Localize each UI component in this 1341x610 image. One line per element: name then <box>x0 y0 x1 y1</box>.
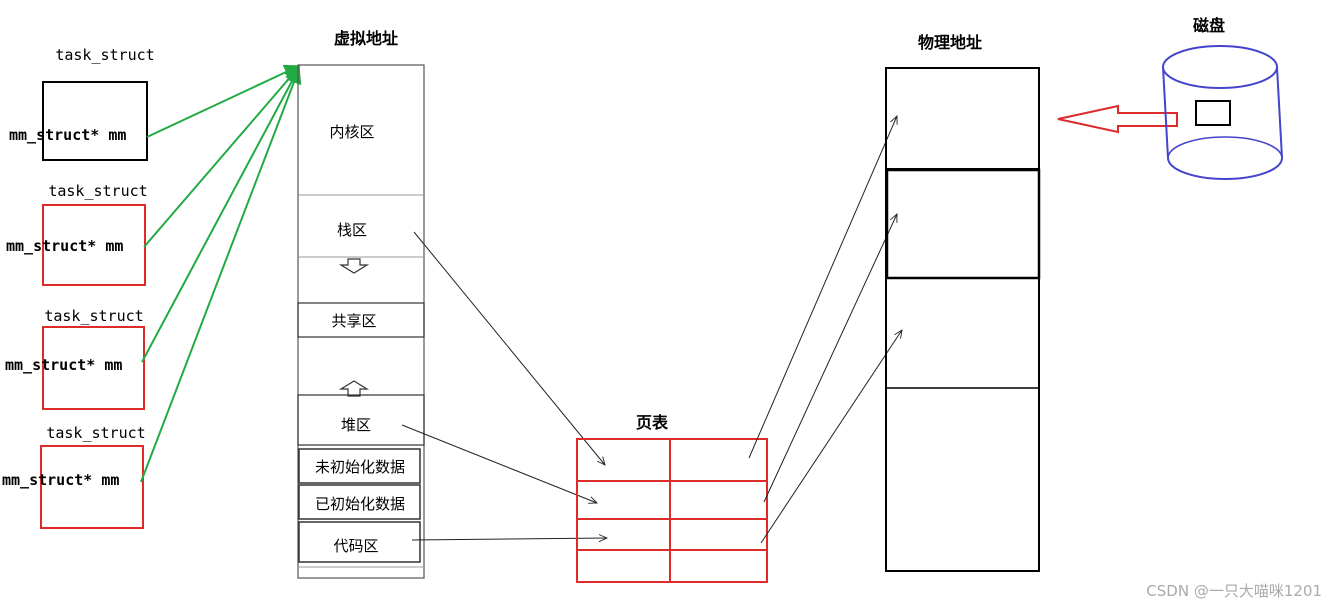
task-struct-label: task_struct <box>48 182 147 200</box>
mapping-arrow <box>413 231 605 465</box>
task-struct-label: task_struct <box>46 424 145 442</box>
disk-top-ellipse <box>1162 45 1278 89</box>
shared-region-box <box>297 302 425 338</box>
task-struct-box <box>42 326 145 410</box>
mm-pointer-arrows <box>140 64 302 483</box>
physical-frame-highlight <box>885 168 1041 280</box>
code-region-box <box>298 521 421 563</box>
mm-pointer-arrow <box>140 67 302 483</box>
watermark: CSDN @一只大喵咪1201 <box>1146 582 1322 600</box>
mapping-arrow <box>401 424 597 503</box>
data-region-box <box>298 484 421 520</box>
stack-region-label: 栈区 <box>337 221 367 239</box>
physical-address-title: 物理地址 <box>918 33 982 52</box>
stack-grow-down-arrow-icon <box>338 258 370 274</box>
mm-struct-field: mm_struct* mm <box>9 126 126 144</box>
bss-region-box <box>298 448 421 484</box>
disk-bottom-front <box>1167 157 1283 180</box>
virtual-address-space: 虚拟地址 内核区 栈区 共享区 堆区 未初始化数据 已初始化数据 代码区 <box>297 29 425 579</box>
task-struct-box <box>40 445 144 529</box>
task-struct-box <box>42 81 148 161</box>
mapping-arrow <box>748 116 897 459</box>
kernel-region-label: 内核区 <box>329 123 374 141</box>
heap-grow-up-arrow-icon <box>338 380 370 397</box>
task-struct-label: task_struct <box>44 307 143 325</box>
virtual-address-title: 虚拟地址 <box>334 29 398 48</box>
disk: 磁盘 <box>1162 16 1283 180</box>
mm-struct-field: mm_struct* mm <box>6 237 123 255</box>
process-4: task_struct mm_struct* mm <box>2 424 146 529</box>
mapping-arrow <box>411 538 607 540</box>
mm-struct-field: mm_struct* mm <box>2 471 119 489</box>
mapping-arrow <box>760 330 902 544</box>
mm-pointer-arrow <box>143 65 301 248</box>
disk-bottom-back <box>1167 136 1283 159</box>
data-region-label: 已初始化数据 <box>315 495 405 513</box>
process-1: task_struct mm_struct* mm <box>9 46 155 161</box>
virtual-to-pagetable-arrows <box>401 231 607 540</box>
page-table: 页表 <box>576 413 768 583</box>
disk-data-block <box>1195 100 1231 126</box>
page-table-outline <box>576 438 768 583</box>
task-struct-label: task_struct <box>55 46 154 64</box>
mm-pointer-arrow <box>141 66 300 363</box>
disk-side <box>1276 66 1283 159</box>
bss-region-label: 未初始化数据 <box>315 458 405 476</box>
process-3: task_struct mm_struct* mm <box>5 307 145 410</box>
code-region-label: 代码区 <box>333 537 378 555</box>
physical-memory-outline <box>885 67 1040 572</box>
physical-memory: 物理地址 <box>885 33 1041 572</box>
heap-region-box <box>297 394 425 446</box>
mapping-arrow <box>763 214 897 503</box>
shared-region-label: 共享区 <box>331 312 376 330</box>
page-table-title: 页表 <box>636 413 669 432</box>
mm-struct-field: mm_struct* mm <box>5 356 122 374</box>
disk-load-arrow-icon <box>1057 104 1178 134</box>
mm-pointer-arrow <box>146 64 301 138</box>
heap-region-label: 堆区 <box>341 416 371 434</box>
pagetable-to-physical-arrows <box>748 116 902 544</box>
disk-side <box>1162 66 1169 159</box>
disk-title: 磁盘 <box>1193 16 1225 35</box>
process-2: task_struct mm_struct* mm <box>6 182 148 286</box>
